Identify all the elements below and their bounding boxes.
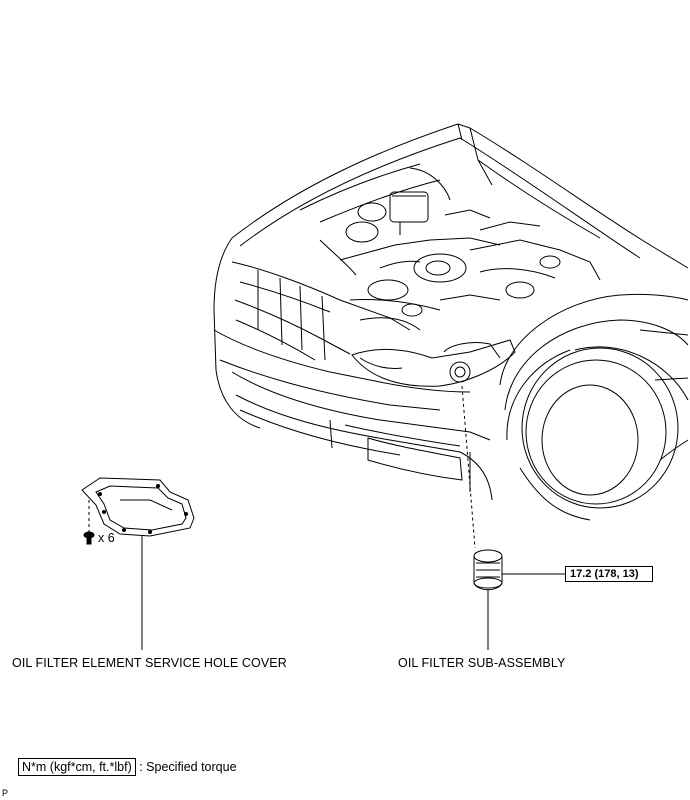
corner-code: P bbox=[2, 788, 9, 798]
torque-legend-text: : Specified torque bbox=[139, 760, 237, 774]
service-hole-cover-label: OIL FILTER ELEMENT SERVICE HOLE COVER bbox=[12, 656, 287, 670]
torque-unit-box: N*m (kgf*cm, ft.*lbf) bbox=[18, 758, 136, 776]
oil-filter-label: OIL FILTER SUB-ASSEMBLY bbox=[398, 656, 566, 670]
oil-filter-torque-value: 17.2 (178, 13) bbox=[565, 566, 653, 582]
oil-filter-drawing bbox=[461, 385, 565, 650]
bolt-quantity: x 6 bbox=[98, 531, 115, 545]
torque-legend: N*m (kgf*cm, ft.*lbf) : Specified torque bbox=[18, 758, 237, 776]
service-hole-cover-drawing bbox=[81, 477, 195, 650]
vehicle-front-drawing bbox=[213, 123, 689, 521]
